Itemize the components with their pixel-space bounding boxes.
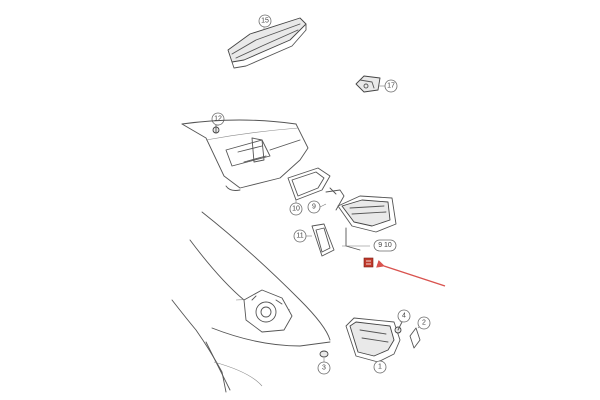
callout-15-label: 15 — [261, 18, 269, 25]
callout-10-label: 10 — [292, 206, 300, 213]
callout-11-label: 11 — [296, 233, 303, 240]
callout-11: 11 — [293, 229, 307, 243]
callout-4-label: 4 — [402, 313, 406, 320]
callout-12: 12 — [211, 112, 225, 126]
highlight-marker — [363, 257, 374, 268]
inner-tail-light-part — [337, 195, 397, 251]
callout-17: 17 — [378, 79, 398, 93]
callout-17-label: 17 — [387, 83, 395, 90]
callout-12-label: 12 — [214, 116, 222, 123]
callout-2: 2 — [417, 316, 431, 330]
fuel-filler-housing — [243, 289, 293, 333]
third-brake-light-part — [227, 17, 307, 69]
trim-strip-part-11 — [306, 223, 335, 257]
callout-9: 9 — [307, 200, 321, 214]
callout-2-label: 2 — [422, 320, 426, 327]
callout-10: 10 — [289, 202, 303, 216]
callout-1: 1 — [373, 360, 387, 374]
callout-ref-group: 9 10 — [342, 239, 397, 252]
highlight-arrow — [376, 260, 446, 287]
clip-part-2 — [409, 325, 421, 349]
callout-3: 3 — [317, 361, 331, 375]
license-plate-lamp-part — [355, 75, 381, 93]
rear-quarter-panel — [171, 211, 331, 393]
outer-tail-light-part — [345, 317, 401, 363]
callout-15: 15 — [258, 14, 272, 28]
callout-1-label: 1 — [378, 364, 382, 371]
screw-part-12 — [212, 124, 220, 134]
callout-9-label: 9 — [312, 204, 316, 211]
callout-3-label: 3 — [322, 365, 326, 372]
bolt-part-4 — [394, 317, 405, 334]
callout-ref-label: 9 10 — [378, 242, 392, 249]
gasket-part-10 — [287, 167, 331, 204]
tailgate-outline — [181, 119, 309, 191]
grommet-part-3 — [319, 350, 329, 362]
bracket-part-9 — [319, 187, 345, 211]
callout-4: 4 — [397, 309, 411, 323]
